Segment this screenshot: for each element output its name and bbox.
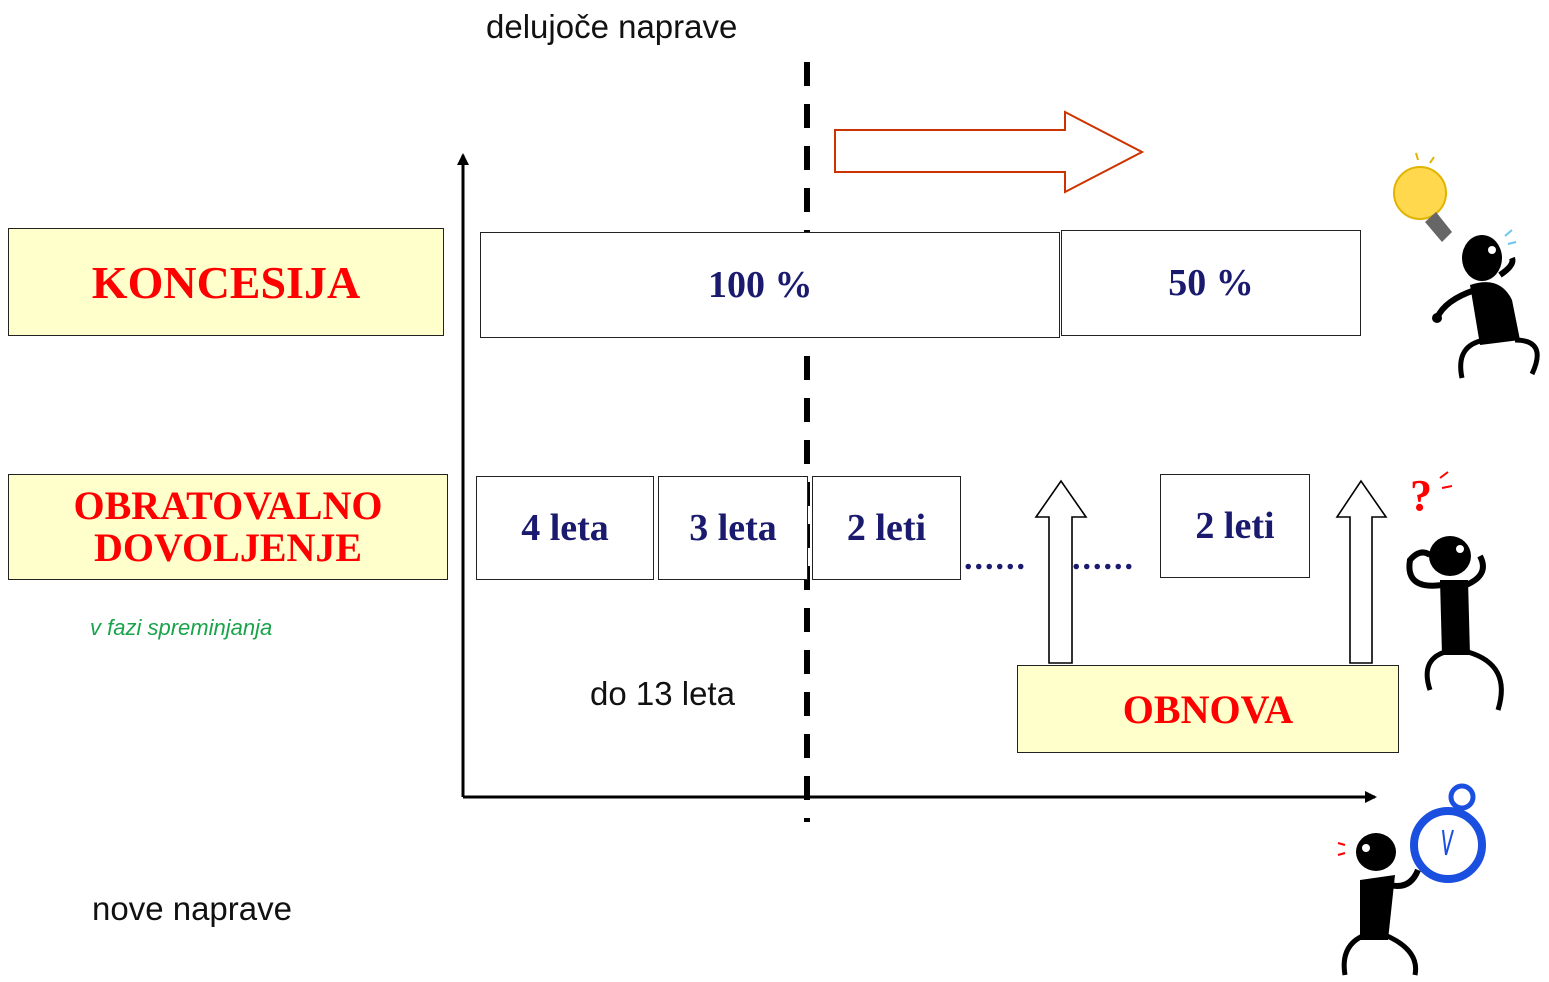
progress-arrow-icon [834, 110, 1145, 194]
obnova-box: OBNOVA [1017, 665, 1399, 753]
up-arrow-icon [1335, 479, 1388, 664]
existing-devices-label: delujoče naprave [486, 8, 738, 45]
permit-segment-3-years: 3 leta [658, 476, 808, 580]
up-arrow-icon [1034, 479, 1088, 664]
koncesija-segment-50: 50 % [1061, 230, 1361, 336]
koncesija-segment-100: 100 % [480, 232, 1060, 338]
new-devices-label: nove naprave [92, 890, 292, 927]
lightbulb-figure-icon [1393, 152, 1540, 379]
permit-segment-4-years: 4 leta [476, 476, 654, 580]
stopwatch-figure-icon [1337, 783, 1486, 976]
obratovalno-label-line2: DOVOLJENJE [93, 525, 363, 570]
continuation-dots-2: ...... [1072, 540, 1135, 577]
obratovalno-label-line1: OBRATOVALNO [73, 483, 383, 528]
koncesija-label: KONCESIJA [91, 256, 361, 308]
obnova-label: OBNOVA [1122, 686, 1294, 732]
modification-note: v fazi spreminjanja [90, 615, 273, 640]
continuation-dots: ...... [964, 540, 1027, 577]
obratovalno-dovoljenje-box: OBRATOVALNO DOVOLJENJE [8, 474, 448, 580]
duration-label: do 13 leta [590, 675, 735, 712]
permit-segment-2-years-renewed: 2 leti [1160, 474, 1310, 578]
svg-text:?: ? [1410, 471, 1432, 520]
permit-segment-2-years: 2 leti [812, 476, 961, 580]
question-figure-icon: ? [1406, 471, 1504, 711]
koncesija-box: KONCESIJA [8, 228, 444, 336]
